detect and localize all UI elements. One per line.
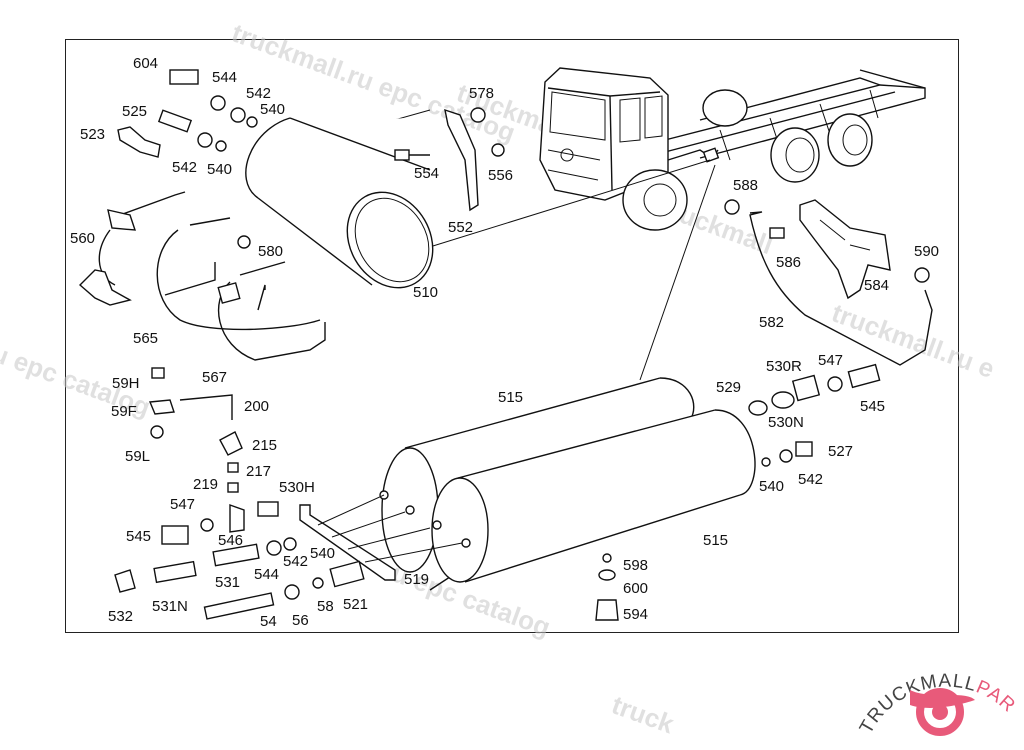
part-label: 598 [623, 557, 648, 574]
part-label: 54 [260, 613, 277, 630]
part-label: 532 [108, 608, 133, 625]
part-label: 58 [317, 598, 334, 615]
part-label: 556 [488, 167, 513, 184]
part-label: 215 [252, 437, 277, 454]
part-label: 217 [246, 463, 271, 480]
part-label: 588 [733, 177, 758, 194]
part-label: 200 [244, 398, 269, 415]
fittings-top-left [117, 69, 258, 158]
part-label: 560 [70, 230, 95, 247]
part-label: 594 [623, 606, 648, 623]
part-label: 540 [207, 161, 232, 178]
nut-580 [237, 235, 251, 249]
nut-590 [914, 267, 930, 283]
part-label: 590 [914, 243, 939, 260]
part-label: 540 [759, 478, 784, 495]
part-label: 586 [776, 254, 801, 271]
straps-560-565 [78, 191, 326, 361]
part-label: 578 [469, 85, 494, 102]
part-label: 582 [759, 314, 784, 331]
fasteners-top [394, 107, 505, 161]
part-label: 552 [448, 219, 473, 236]
gear-icon [910, 688, 975, 736]
part-label: 519 [404, 571, 429, 588]
part-label: 530N [768, 414, 804, 431]
part-label: 542 [798, 471, 823, 488]
callout-labels: 604 544 542 540 525 523 542 540 578 554 … [70, 55, 939, 630]
part-label: 604 [133, 55, 158, 72]
part-label: 544 [254, 566, 279, 583]
part-label: 510 [413, 284, 438, 301]
part-label: 219 [193, 476, 218, 493]
bracket-584 [799, 199, 891, 300]
part-label: 545 [126, 528, 151, 545]
part-label: 567 [202, 369, 227, 386]
part-label: 59H [112, 375, 140, 392]
part-label: 540 [310, 545, 335, 562]
part-label: 540 [260, 101, 285, 118]
leader-line [317, 494, 463, 563]
nut-588 [724, 199, 740, 215]
leader-line [639, 164, 716, 381]
part-label: 545 [860, 398, 885, 415]
part-label: 521 [343, 596, 368, 613]
part-label: 56 [292, 612, 309, 629]
part-label: 565 [133, 330, 158, 347]
part-label: 584 [864, 277, 889, 294]
watermark-text: truck [608, 689, 679, 739]
air-tanks-515 [379, 377, 761, 591]
part-label: 525 [122, 103, 147, 120]
bracket-552 [444, 108, 479, 212]
part-label: 544 [212, 69, 237, 86]
air-tank-510 [245, 117, 440, 289]
part-label: 531N [152, 598, 188, 615]
part-label: 529 [716, 379, 741, 396]
truck-illustration [539, 67, 926, 231]
leader-line [419, 159, 711, 251]
part-label: 600 [623, 580, 648, 597]
part-label: 523 [80, 126, 105, 143]
part-label: 542 [283, 553, 308, 570]
part-label: 542 [246, 85, 271, 102]
part-label: 527 [828, 443, 853, 460]
bolt-586 [769, 227, 785, 239]
part-label: 580 [258, 243, 283, 260]
part-label: 59F [111, 403, 137, 420]
diagram-frame [65, 39, 959, 633]
fittings-left [114, 367, 365, 620]
fittings-right [595, 363, 881, 621]
part-label: 59L [125, 448, 150, 465]
part-label: 531 [215, 574, 240, 591]
part-label: 554 [414, 165, 439, 182]
part-label: 515 [498, 389, 523, 406]
part-label: 546 [218, 532, 243, 549]
part-label: 542 [172, 159, 197, 176]
part-label: 530R [766, 358, 802, 375]
part-label: 547 [818, 352, 843, 369]
part-label: 515 [703, 532, 728, 549]
part-label: 530H [279, 479, 315, 496]
pipe-582 [749, 211, 933, 366]
part-label: 547 [170, 496, 195, 513]
